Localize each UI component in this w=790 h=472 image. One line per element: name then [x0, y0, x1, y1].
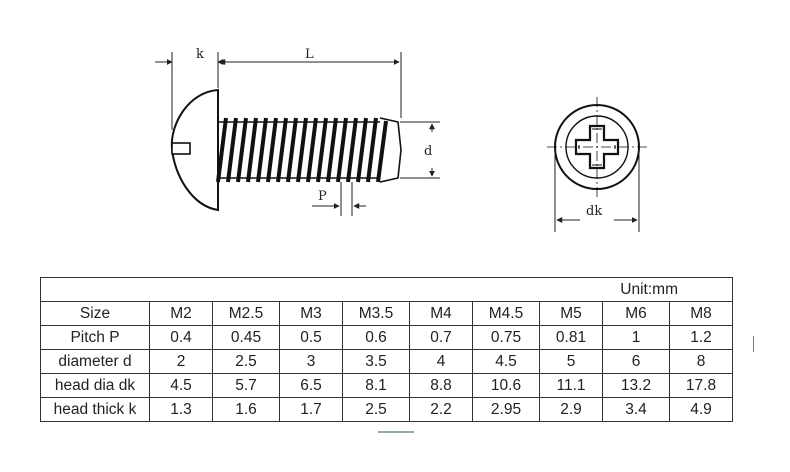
- table-cell: 5: [539, 349, 603, 374]
- label-P: P: [318, 189, 327, 204]
- table-cell: 2.95: [472, 397, 540, 422]
- table-cell: 0.81: [539, 325, 603, 350]
- label-L: L: [305, 47, 314, 62]
- table-row-size: Size M2 M2.5 M3 M3.5 M4 M4.5 M5 M6 M8: [40, 301, 733, 326]
- dimension-P: [312, 182, 366, 216]
- row-label: head dia dk: [40, 373, 150, 398]
- table-cell: 0.5: [279, 325, 343, 350]
- table-cell: 17.8: [669, 373, 733, 398]
- table-cell: 4.9: [669, 397, 733, 422]
- scan-artifact-mark: [378, 431, 414, 433]
- table-cell: 1.7: [279, 397, 343, 422]
- table-cell: 2.5: [342, 397, 410, 422]
- label-d: d: [424, 144, 432, 159]
- spec-table: Unit:mm Size M2 M2.5 M3 M3.5 M4 M4.5 M5 …: [40, 277, 733, 422]
- table-row-head-dia: head dia dk 4.5 5.7 6.5 8.1 8.8 10.6 11.…: [40, 373, 733, 398]
- table-cell: 2: [149, 349, 213, 374]
- label-k: k: [196, 47, 204, 62]
- table-cell: M2: [149, 301, 213, 326]
- table-cell: 1.2: [669, 325, 733, 350]
- row-label: diameter d: [40, 349, 150, 374]
- table-cell: 1.3: [149, 397, 213, 422]
- table-cell: 3.5: [342, 349, 410, 374]
- table-cell: M4: [409, 301, 473, 326]
- table-cell: 2.9: [539, 397, 603, 422]
- table-cell: 4.5: [149, 373, 213, 398]
- table-cell: 10.6: [472, 373, 540, 398]
- unit-row: Unit:mm: [40, 277, 733, 302]
- row-label: Pitch P: [40, 325, 150, 350]
- screw-head-top-view: [547, 97, 647, 197]
- table-cell: 5.7: [212, 373, 280, 398]
- table-cell: 0.4: [149, 325, 213, 350]
- table-cell: 6: [602, 349, 670, 374]
- table-cell: M5: [539, 301, 603, 326]
- table-cell: M6: [602, 301, 670, 326]
- label-dk: dk: [586, 204, 602, 219]
- unit-label: Unit:mm: [40, 277, 733, 302]
- table-cell: 13.2: [602, 373, 670, 398]
- table-cell: M8: [669, 301, 733, 326]
- table-cell: 2.2: [409, 397, 473, 422]
- table-cell: 3: [279, 349, 343, 374]
- table-cell: 11.1: [539, 373, 603, 398]
- table-cell: M3: [279, 301, 343, 326]
- table-cell: 6.5: [279, 373, 343, 398]
- table-row-diameter: diameter d 2 2.5 3 3.5 4 4.5 5 6 8: [40, 349, 733, 374]
- table-cell: 4: [409, 349, 473, 374]
- table-cell: 0.7: [409, 325, 473, 350]
- table-cell: 0.6: [342, 325, 410, 350]
- table-cell: 0.45: [212, 325, 280, 350]
- dimension-d: [400, 121, 440, 179]
- table-cell: 3.4: [602, 397, 670, 422]
- table-cell: 2.5: [212, 349, 280, 374]
- table-cell: 4.5: [472, 349, 540, 374]
- table-cell: 1.6: [212, 397, 280, 422]
- table-cell: 8.8: [409, 373, 473, 398]
- table-cell: M4.5: [472, 301, 540, 326]
- table-cell: 1: [602, 325, 670, 350]
- scan-artifact-mark: [753, 336, 754, 352]
- table-cell: 8.1: [342, 373, 410, 398]
- table-row-pitch: Pitch P 0.4 0.45 0.5 0.6 0.7 0.75 0.81 1…: [40, 325, 733, 350]
- row-label: Size: [40, 301, 150, 326]
- screw-technical-drawing: k L d P dk: [155, 47, 647, 232]
- table-cell: M3.5: [342, 301, 410, 326]
- screw-side-view: [170, 88, 402, 212]
- table-cell: 0.75: [472, 325, 540, 350]
- table-cell: 8: [669, 349, 733, 374]
- table-row-head-thick: head thick k 1.3 1.6 1.7 2.5 2.2 2.95 2.…: [40, 397, 733, 422]
- table-cell: M2.5: [212, 301, 280, 326]
- dimension-dk: [554, 150, 640, 232]
- dimension-L: [219, 52, 402, 118]
- row-label: head thick k: [40, 397, 150, 422]
